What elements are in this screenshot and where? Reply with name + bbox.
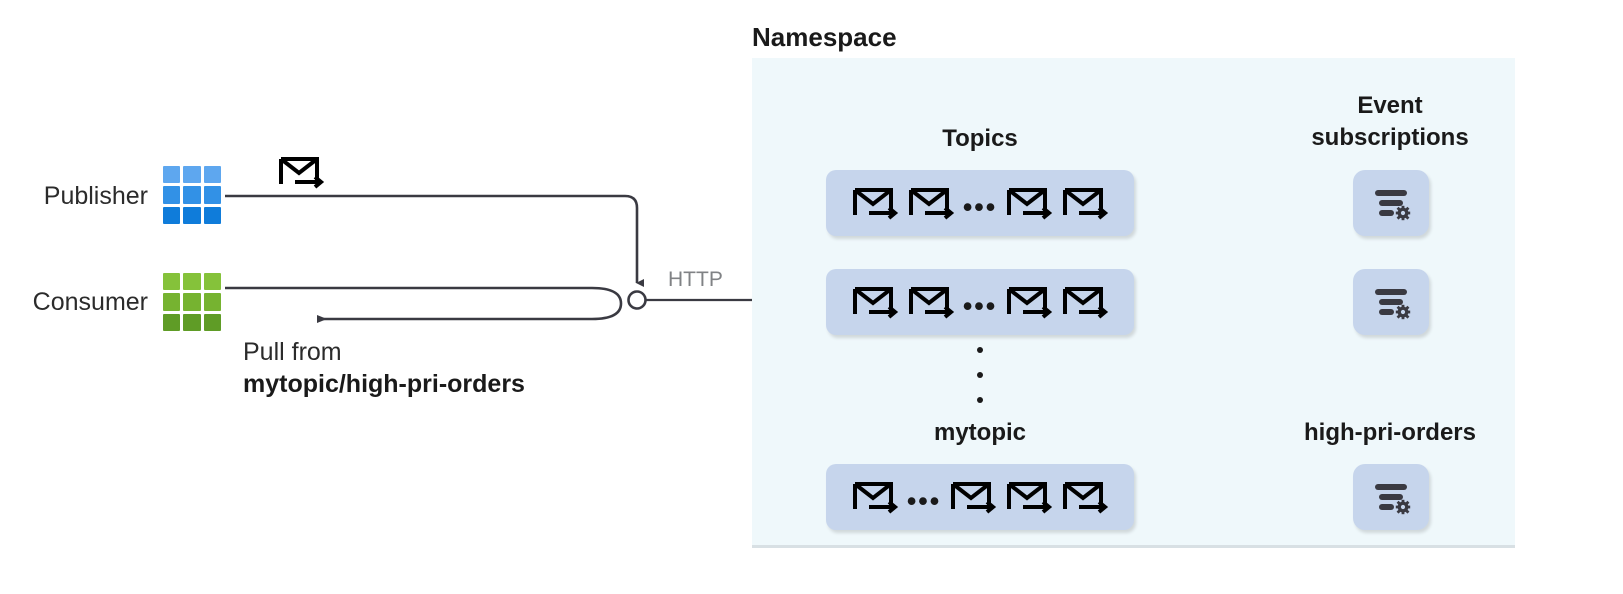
envelope-arrow-icon [852, 287, 898, 319]
ellipsis-dot [977, 372, 983, 378]
grid-cell [203, 186, 221, 204]
grid-cell [163, 206, 181, 224]
envelope-arrow-icon [908, 287, 954, 319]
filter-gear-icon [1375, 190, 1411, 221]
envelope-arrow-icon [852, 188, 898, 220]
publisher-label: Publisher [43, 182, 148, 210]
envelope-arrow-icon [1063, 188, 1109, 220]
event-subscription-box[interactable] [1353, 269, 1429, 335]
envelope-arrow-icon [279, 157, 325, 189]
namespace-title: Namespace [752, 22, 897, 52]
envelope-arrow-icon [1063, 287, 1109, 319]
grid-cell [183, 186, 201, 204]
grid-cell [163, 313, 181, 331]
grid-cell [163, 186, 181, 204]
http-protocol-label: HTTP [668, 268, 723, 291]
grid-cell [203, 273, 221, 291]
grid-cell [163, 293, 181, 311]
grid-cell [203, 206, 221, 224]
envelope-arrow-icon [908, 188, 954, 220]
http-endpoint-circle [627, 290, 647, 310]
grid-green-icon [163, 273, 221, 331]
grid-cell [163, 273, 181, 291]
subs-header-line2: subscriptions [1311, 123, 1469, 151]
event-subscription-box[interactable] [1353, 170, 1429, 236]
event-subscriptions-column-header: Event subscriptions [1270, 90, 1510, 153]
grid-cell [163, 166, 181, 184]
filter-gear-icon [1375, 289, 1411, 320]
grid-cell [203, 293, 221, 311]
grid-cell [183, 206, 201, 224]
subscriptions-column-footer: high-pri-orders [1304, 419, 1476, 446]
topic-row[interactable]: ••• [826, 269, 1134, 335]
event-subscription-box[interactable] [1353, 464, 1429, 530]
pull-annotation-line1: Pull from [243, 338, 342, 366]
envelope-arrow-icon [1007, 482, 1053, 514]
topics-column-header: Topics [942, 125, 1018, 152]
horizontal-ellipsis: ••• [962, 191, 998, 222]
consumer-pull-loop-line [225, 286, 623, 323]
horizontal-ellipsis: ••• [906, 485, 942, 516]
ellipsis-dot [977, 347, 983, 353]
envelope-arrow-icon [1007, 188, 1053, 220]
grid-cell [183, 313, 201, 331]
envelope-arrow-icon [1007, 287, 1053, 319]
grid-cell [183, 293, 201, 311]
envelope-arrow-icon [1063, 482, 1109, 514]
grid-cell [183, 273, 201, 291]
topics-column-footer: mytopic [933, 419, 1026, 446]
consumer-label: Consumer [32, 288, 148, 316]
subs-header-line1: Event [1357, 92, 1423, 119]
vertical-ellipsis [968, 347, 992, 403]
grid-blue-icon [163, 166, 221, 224]
ellipsis-dot [977, 397, 983, 403]
publisher-to-endpoint-line [225, 194, 644, 287]
envelope-arrow-icon [852, 482, 898, 514]
horizontal-ellipsis: ••• [962, 290, 998, 321]
topic-row[interactable]: ••• [826, 170, 1134, 236]
grid-cell [203, 166, 221, 184]
grid-cell [183, 166, 201, 184]
topic-row[interactable]: ••• [826, 464, 1134, 530]
envelope-arrow-icon [951, 482, 997, 514]
grid-cell [203, 313, 221, 331]
pull-annotation-topic-path: mytopic/high-pri-orders [243, 370, 525, 398]
filter-gear-icon [1375, 484, 1411, 515]
